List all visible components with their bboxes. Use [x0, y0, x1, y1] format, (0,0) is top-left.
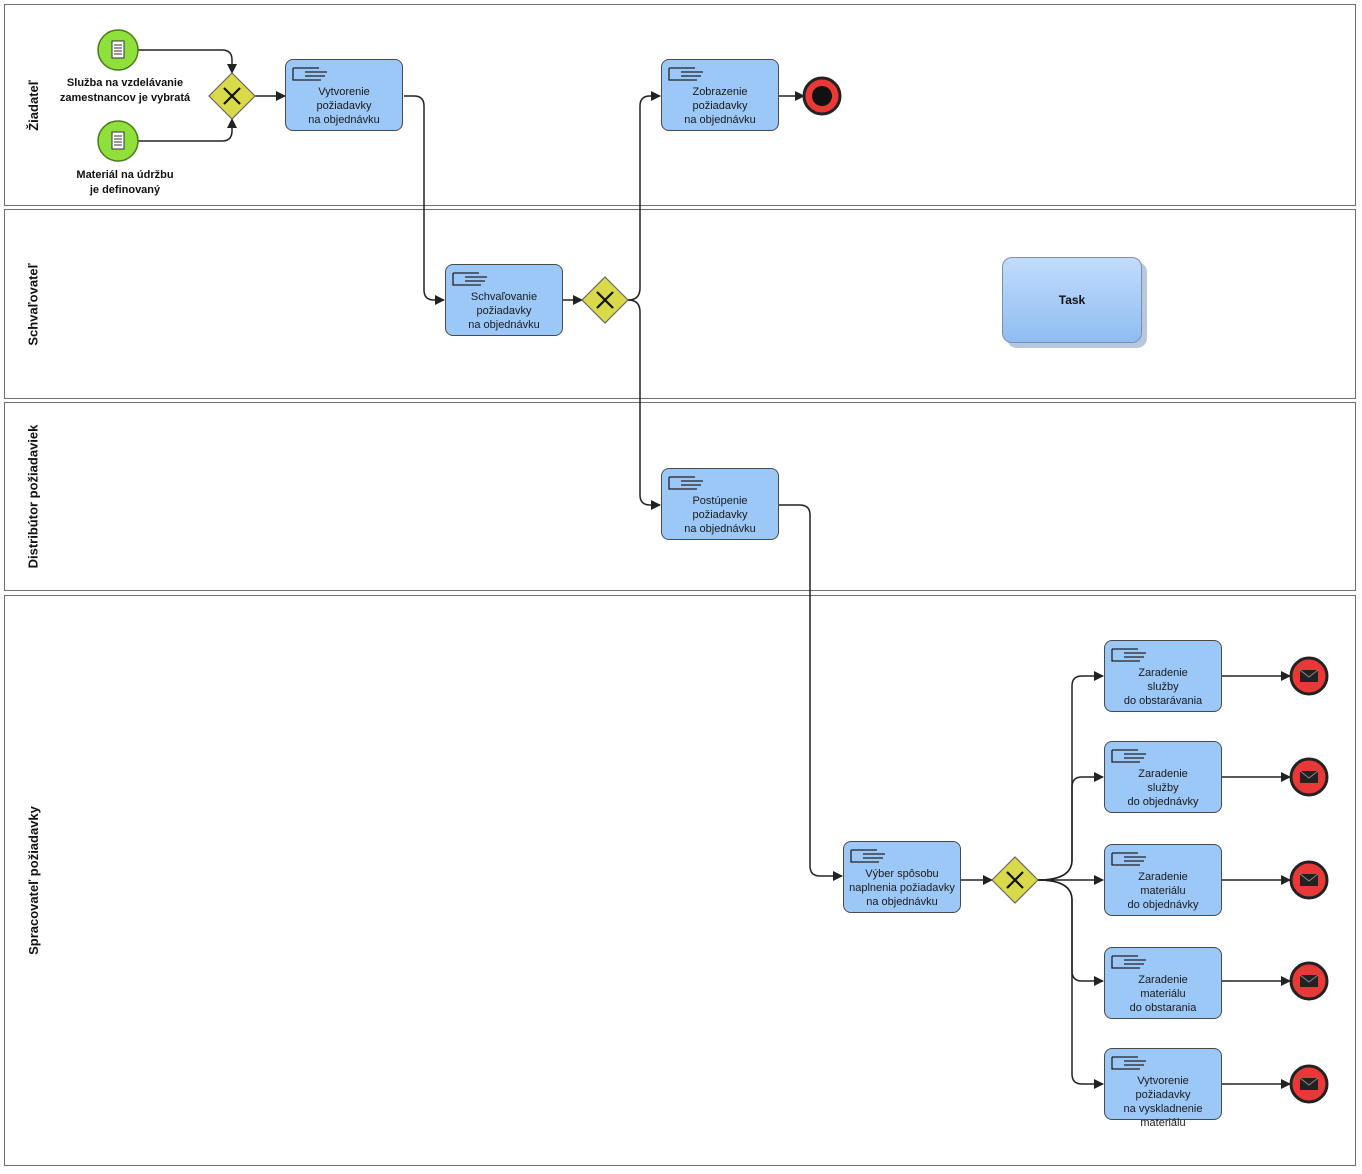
flow-gateway2-task4 — [627, 299, 661, 510]
terminate-end-event[interactable] — [802, 76, 842, 116]
task-label: Zaradenie služby do objednávky — [1127, 768, 1199, 808]
manual-task-icon — [668, 476, 703, 490]
message-end-event-3[interactable] — [1289, 860, 1329, 900]
exclusive-gateway-2[interactable] — [581, 276, 629, 324]
flow-start1-gateway1 — [138, 49, 237, 74]
message-end-event-2[interactable] — [1289, 757, 1329, 797]
task-label: Zaradenie materiálu do obstarania — [1129, 974, 1197, 1014]
manual-task-icon — [292, 67, 327, 81]
exclusive-gateway-3[interactable] — [991, 856, 1039, 904]
exclusive-gateway-1[interactable] — [208, 72, 256, 120]
manual-task-icon — [668, 67, 703, 81]
flow-task4-task5 — [779, 504, 843, 881]
start-event-2-label: Materiál na údržbu je definovaný — [76, 169, 174, 196]
start-event-1-label: Služba na vzdelávanie zamestnancov je vy… — [59, 77, 191, 104]
flow-start2-gateway1 — [138, 118, 237, 142]
manual-task-icon — [1111, 648, 1146, 662]
task-schvalovanie-poziadavky[interactable]: Schvaľovanie požiadavky na objednávku — [445, 264, 563, 336]
task-zaradenie-materialu-obstarania[interactable]: Zaradenie materiálu do obstarania — [1104, 947, 1222, 1019]
task-vyber-sposobu[interactable]: Výber spôsobu naplnenia požiadavky na ob… — [843, 841, 961, 913]
message-end-event-4[interactable] — [1289, 961, 1329, 1001]
task-vytvorenie-vyskladnenie[interactable]: Vytvorenie požiadavky na vyskladnenie ma… — [1104, 1048, 1222, 1129]
message-end-event-5[interactable] — [1289, 1064, 1329, 1104]
start-event-1[interactable] — [97, 29, 139, 71]
task-label: Postúpenie požiadavky na objednávku — [684, 495, 756, 535]
start-event-2[interactable] — [97, 120, 139, 162]
task-label: Zaradenie služby do obstarávania — [1123, 667, 1203, 707]
task-vytvorenie-poziadavky[interactable]: Vytvorenie požiadavky na objednávku — [285, 59, 403, 131]
task-label: Zobrazenie požiadavky na objednávku — [684, 86, 756, 126]
document-icon — [111, 40, 125, 59]
manual-task-icon — [1111, 1056, 1146, 1070]
manual-task-icon — [1111, 749, 1146, 763]
flow-gateway2-task2 — [627, 91, 661, 301]
manual-task-icon — [850, 849, 885, 863]
manual-task-icon — [1111, 955, 1146, 969]
task-zobrazenie-poziadavky[interactable]: Zobrazenie požiadavky na objednávku — [661, 59, 779, 131]
task-generic[interactable]: Task — [1002, 257, 1142, 343]
task-generic-label: Task — [1058, 293, 1086, 307]
flow-task1-task3 — [404, 95, 445, 305]
document-icon — [111, 131, 125, 150]
task-label: Schvaľovanie požiadavky na objednávku — [468, 291, 540, 331]
task-label: Vytvorenie požiadavky na objednávku — [308, 86, 380, 126]
manual-task-icon — [452, 272, 487, 286]
task-label: Zaradenie materiálu do objednávky — [1127, 871, 1199, 911]
flow-gateway3-task10 — [1037, 879, 1104, 1089]
task-zaradenie-materialu-objednavky[interactable]: Zaradenie materiálu do objednávky — [1104, 844, 1222, 916]
task-postupenie-poziadavky[interactable]: Postúpenie požiadavky na objednávku — [661, 468, 779, 540]
task-zaradenie-sluzby-objednavky[interactable]: Zaradenie služby do objednávky — [1104, 741, 1222, 813]
message-end-event-1[interactable] — [1289, 656, 1329, 696]
task-label: Vytvorenie požiadavky na vyskladnenie ma… — [1123, 1075, 1203, 1129]
manual-task-icon — [1111, 852, 1146, 866]
flow-gateway3-task7 — [1037, 772, 1104, 881]
task-zaradenie-sluzby-obstaravania[interactable]: Zaradenie služby do obstarávania — [1104, 640, 1222, 712]
task-label: Výber spôsobu naplnenia požiadavky na ob… — [849, 868, 955, 908]
